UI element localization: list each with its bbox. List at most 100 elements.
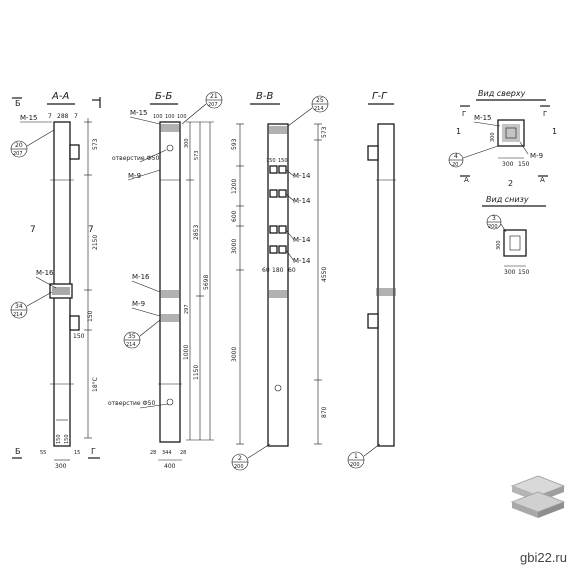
callout-25: 25 214 <box>287 95 329 127</box>
svg-text:200: 200 <box>234 464 244 470</box>
top-dim-100b: 100 <box>165 114 175 120</box>
view-top-side-1b: 1 <box>552 127 557 136</box>
view-top-cut-g2: Г <box>543 110 547 118</box>
top-dim-100a: 100 <box>153 114 163 120</box>
dim-593: 593 <box>231 138 238 150</box>
dim-573-b: 573 <box>194 150 200 160</box>
dim-bottom-28a: 28 <box>150 450 156 456</box>
view-top-dim-150: 150 <box>518 161 530 168</box>
view-top-dim-300h: 300 <box>502 161 514 168</box>
svg-text:34: 34 <box>15 303 23 310</box>
view-top: Вид сверху Г Г 1 1 М-15 М-9 300 300 150 … <box>448 89 557 188</box>
hole-bottom-label: отверстие Ф50 <box>108 400 155 407</box>
dim-300-b: 300 <box>184 138 190 148</box>
mark-m14-d: М-14 <box>293 257 311 265</box>
dim-150-a: 150 <box>87 310 94 322</box>
svg-text:25: 25 <box>316 97 324 104</box>
mark-m15-b: М-15 <box>130 109 147 117</box>
dim-3000-a: 3000 <box>231 239 238 254</box>
dim-1150: 1150 <box>193 365 200 380</box>
left-mark-7b: 7 <box>88 225 94 235</box>
svg-text:3: 3 <box>492 215 496 222</box>
top-dim-100c: 100 <box>177 114 187 120</box>
dim-3000-b: 3000 <box>231 347 238 362</box>
callout-4: 4 20 <box>448 145 499 168</box>
svg-text:214: 214 <box>314 106 324 112</box>
dim-top-288: 288 <box>57 113 69 120</box>
dim-bottom-150a: 150 <box>56 434 62 444</box>
section-g-g: Г-Г 1 200 <box>347 91 396 469</box>
cut-label-bottom-left: Б <box>15 447 21 456</box>
view-top-cut-a2: А <box>540 176 545 184</box>
dim-bottom-300-a: 300 <box>55 463 67 470</box>
left-mark-7a: 7 <box>30 225 36 235</box>
view-bottom-title: Вид снизу <box>486 195 529 204</box>
view-bottom: Вид снизу 300 300 150 3 200 <box>482 195 546 276</box>
svg-text:35: 35 <box>128 333 136 340</box>
section-title-g-g: Г-Г <box>372 91 388 102</box>
svg-text:200: 200 <box>488 224 498 230</box>
mark-m14-a: М-14 <box>293 172 311 180</box>
dim-5698: 5698 <box>203 275 210 290</box>
view-top-mark-m9: М-9 <box>530 152 543 160</box>
small-dim-180: 180 <box>272 267 284 274</box>
svg-text:207: 207 <box>208 102 218 108</box>
dim-1000: 1000 <box>183 345 190 360</box>
callout-2: 2 200 <box>231 443 271 471</box>
svg-text:4: 4 <box>454 153 458 160</box>
svg-text:1: 1 <box>354 453 358 460</box>
dim-573-v: 573 <box>321 126 328 138</box>
dim-2853: 2853 <box>193 225 200 240</box>
mark-m9b-b: М-9 <box>132 300 145 308</box>
dim-150-b: 150 <box>73 333 85 340</box>
svg-text:20: 20 <box>452 162 458 168</box>
dim-600: 600 <box>231 210 238 222</box>
hole-top-label: отверстие Ф50 <box>112 155 159 162</box>
view-bottom-dim-300h: 300 <box>504 269 516 276</box>
section-title-a-a: А-А <box>51 91 69 102</box>
cut-label-bottom-right: Г <box>91 447 96 456</box>
dim-bottom-400: 400 <box>164 463 176 470</box>
dim-573-a: 573 <box>92 138 99 150</box>
brand-text: gbi22.ru <box>520 550 567 565</box>
dim-top-7a: 7 <box>48 113 52 120</box>
section-b-b: Б-Б М-15 100 100 100 отверстие Ф50 М-9 М… <box>108 91 223 470</box>
svg-text:20: 20 <box>15 142 23 149</box>
svg-text:200: 200 <box>350 462 360 468</box>
svg-text:214: 214 <box>126 342 136 348</box>
dim-bottom-28b: 28 <box>180 450 186 456</box>
view-top-cut-g1: Г <box>462 110 466 118</box>
small-dim-60a: 60 <box>262 267 270 274</box>
view-top-mark-m15: М-15 <box>474 114 491 122</box>
view-top-cut-a1: А <box>464 176 469 184</box>
section-title-v-v: В-В <box>256 91 273 102</box>
view-bottom-dim-150: 150 <box>518 269 530 276</box>
dim-18c: 18°С <box>92 377 99 392</box>
dim-bottom-150b: 150 <box>64 434 70 444</box>
section-a-a: А-А Б 573 2150 150 150 18°С 7 288 7 М-15 <box>10 91 101 470</box>
dim-bottom-15: 15 <box>74 450 80 456</box>
dim-2150-a: 2150 <box>92 235 99 250</box>
svg-text:21: 21 <box>210 93 218 100</box>
cut-label-top-left: Б <box>15 99 21 108</box>
view-top-side-1a: 1 <box>456 127 461 136</box>
view-top-dim-300v: 300 <box>490 132 496 142</box>
callout-21: 21 207 <box>181 91 223 125</box>
small-dim-60b: 60 <box>288 267 296 274</box>
mark-m16-b: М-16 <box>132 273 150 281</box>
mark-m9-b: М-9 <box>128 172 141 180</box>
section-title-b-b: Б-Б <box>155 91 172 102</box>
svg-text:214: 214 <box>13 312 23 318</box>
section-v-v: В-В М-14 М-14 М-14 М-14 593 1200 600 300… <box>231 91 329 471</box>
dim-top-7b: 7 <box>74 113 78 120</box>
callout-3: 3 200 <box>486 214 507 233</box>
callout-35: 35 214 <box>123 319 161 349</box>
callout-20: 20 207 <box>10 129 55 158</box>
callout-34: 34 214 <box>10 291 53 319</box>
dim-4550: 4550 <box>321 267 328 282</box>
view-top-side-2: 2 <box>508 179 513 188</box>
small-dim-150a: 150 <box>266 158 276 164</box>
brand-logo-icon <box>510 475 566 518</box>
svg-text:2: 2 <box>238 455 242 462</box>
